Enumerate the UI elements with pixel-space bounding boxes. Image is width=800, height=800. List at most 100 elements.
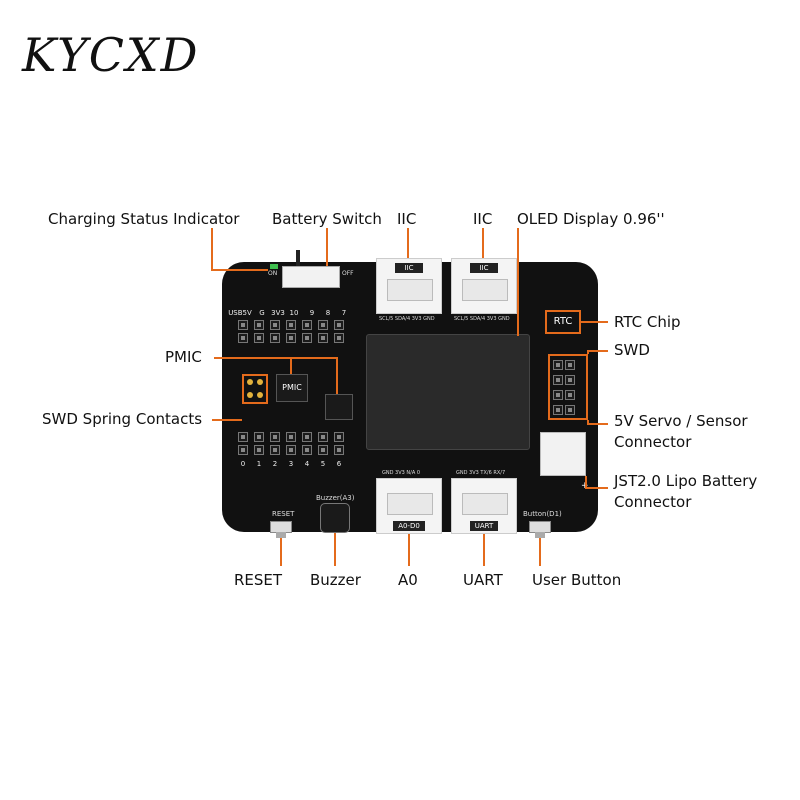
servo-sensor-header bbox=[548, 354, 588, 420]
header-pin bbox=[286, 320, 296, 330]
pmic-chip-text: PMIC bbox=[282, 383, 302, 392]
secondary-ic bbox=[325, 394, 353, 420]
user-button-text: Button(D1) bbox=[523, 510, 562, 518]
a0-tag: A0-D0 bbox=[393, 521, 425, 531]
a0-connector: A0-D0 bbox=[376, 478, 442, 534]
connector-socket bbox=[462, 493, 508, 515]
bottom-pin-label: 3 bbox=[288, 460, 294, 468]
buzzer bbox=[320, 503, 350, 533]
iic-connector-2: IIC bbox=[451, 258, 517, 314]
uart-pin-labels: GND 3V3 TX/6 RX/7 bbox=[456, 470, 506, 476]
uart-connector: UART bbox=[451, 478, 517, 534]
battery-switch-lever bbox=[296, 250, 300, 266]
label-user-button: User Button bbox=[532, 571, 622, 589]
label-iic-1: IIC bbox=[397, 210, 417, 228]
spring-contact bbox=[257, 392, 263, 398]
header-pin bbox=[334, 445, 344, 455]
swd-spring-contacts bbox=[242, 374, 268, 404]
bottom-pin-label: 2 bbox=[272, 460, 278, 468]
header-pin bbox=[286, 333, 296, 343]
label-buzzer: Buzzer bbox=[310, 571, 361, 589]
top-pin-label: 3V3 bbox=[271, 309, 285, 317]
top-pin-label: 7 bbox=[341, 309, 347, 317]
rtc-chip-outline bbox=[545, 310, 581, 334]
header-pin bbox=[254, 432, 264, 442]
header-pin bbox=[286, 432, 296, 442]
label-oled: OLED Display 0.96'' bbox=[517, 210, 665, 228]
header-pin bbox=[318, 445, 328, 455]
iic-connector-1: IIC bbox=[376, 258, 442, 314]
header-pin bbox=[318, 432, 328, 442]
header-pin bbox=[286, 445, 296, 455]
label-rtc-chip: RTC Chip bbox=[614, 313, 681, 331]
label-swd-spring: SWD Spring Contacts bbox=[42, 410, 203, 428]
header-pin bbox=[334, 432, 344, 442]
header-pin bbox=[565, 405, 575, 415]
user-button-actuator bbox=[535, 532, 545, 538]
header-pin bbox=[318, 320, 328, 330]
header-pin bbox=[270, 432, 280, 442]
top-pin-label: USB5V bbox=[228, 309, 252, 317]
header-pin bbox=[334, 333, 344, 343]
switch-off-label: OFF bbox=[342, 270, 354, 277]
label-pmic: PMIC bbox=[165, 348, 202, 366]
header-pin bbox=[565, 375, 575, 385]
pmic-chip: PMIC bbox=[276, 374, 308, 402]
header-pin bbox=[553, 405, 563, 415]
header-pin bbox=[238, 320, 248, 330]
label-reset: RESET bbox=[234, 571, 283, 589]
header-pin bbox=[318, 333, 328, 343]
bottom-pin-label: 4 bbox=[304, 460, 310, 468]
header-pin bbox=[553, 375, 563, 385]
label-a0: A0 bbox=[398, 571, 418, 589]
rtc-chip: RTC bbox=[548, 313, 578, 331]
bottom-pin-label: 0 bbox=[240, 460, 246, 468]
a0-pin-labels: GND 3V3 N/A 0 bbox=[382, 470, 421, 476]
leader-swd bbox=[587, 350, 608, 354]
header-pin bbox=[238, 432, 248, 442]
iic-pin-labels-2: SCL/5 SDA/4 3V3 GND bbox=[454, 316, 510, 322]
header-pin bbox=[302, 432, 312, 442]
bottom-pin-label: 1 bbox=[256, 460, 262, 468]
bottom-pin-label: 6 bbox=[336, 460, 342, 468]
leader-servo bbox=[587, 420, 608, 425]
header-pin bbox=[553, 360, 563, 370]
header-pin bbox=[270, 445, 280, 455]
reset-button-actuator bbox=[276, 532, 286, 538]
oled-display bbox=[366, 334, 530, 450]
spring-contact bbox=[257, 379, 263, 385]
brand-logo: KYCXD bbox=[22, 28, 200, 82]
header-pin bbox=[254, 445, 264, 455]
connector-socket bbox=[462, 279, 508, 301]
header-pin bbox=[302, 320, 312, 330]
header-pin bbox=[302, 333, 312, 343]
label-uart: UART bbox=[463, 571, 503, 589]
buzzer-text: Buzzer(A3) bbox=[316, 494, 355, 502]
header-pin bbox=[270, 333, 280, 343]
bottom-pin-label: 5 bbox=[320, 460, 326, 468]
jst-battery-connector bbox=[540, 432, 586, 476]
spring-contact bbox=[247, 379, 253, 385]
header-pin bbox=[565, 390, 575, 400]
connector-socket bbox=[387, 279, 433, 301]
top-pin-label: 9 bbox=[309, 309, 315, 317]
header-pin bbox=[238, 333, 248, 343]
label-servo-line1: 5V Servo / Sensor bbox=[614, 412, 748, 430]
leader-charging bbox=[211, 228, 268, 271]
header-pin bbox=[270, 320, 280, 330]
spring-contact bbox=[247, 392, 253, 398]
connector-socket bbox=[387, 493, 433, 515]
label-iic-2: IIC bbox=[473, 210, 493, 228]
top-pin-label: G bbox=[259, 309, 265, 317]
top-pin-label: 10 bbox=[289, 309, 299, 317]
label-jst-line2: Connector bbox=[614, 493, 692, 511]
header-pin bbox=[254, 333, 264, 343]
label-servo-line2: Connector bbox=[614, 433, 692, 451]
top-pin-label: 8 bbox=[325, 309, 331, 317]
iic-pin-labels-1: SCL/5 SDA/4 3V3 GND bbox=[379, 316, 435, 322]
label-battery-switch: Battery Switch bbox=[272, 210, 382, 228]
charging-led bbox=[270, 264, 278, 269]
header-pin bbox=[302, 445, 312, 455]
uart-tag: UART bbox=[470, 521, 498, 531]
